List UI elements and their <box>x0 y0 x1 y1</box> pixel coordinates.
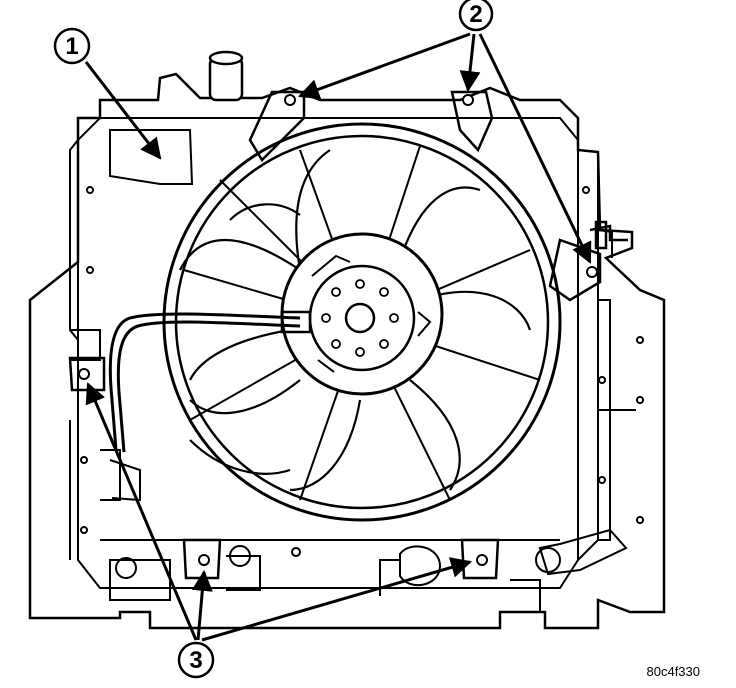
leader-1 <box>84 61 162 160</box>
mounting-bolts <box>78 94 644 566</box>
fan-blades <box>179 149 532 492</box>
right-side-tank <box>577 149 636 561</box>
callout-3: 3 <box>177 641 215 679</box>
leader-3c <box>201 557 473 642</box>
callout-1-number: 1 <box>65 33 78 60</box>
callout-3-number: 3 <box>189 647 202 674</box>
leader-2b <box>459 33 481 93</box>
figure-reference: 80c4f330 <box>647 664 701 679</box>
bolt-upper-left <box>284 94 296 106</box>
bolt-lower-right <box>476 554 488 566</box>
fan-motor-hub <box>280 232 444 396</box>
bolt-right-side <box>586 266 598 278</box>
radiator-core <box>77 117 579 589</box>
leader-2c <box>478 33 592 264</box>
filler-cap <box>208 50 244 102</box>
left-side-tank <box>69 139 141 560</box>
bolt-left-side <box>78 368 90 380</box>
wiring-harness <box>108 310 312 453</box>
bolt-upper-right <box>462 94 474 106</box>
callout-1: 1 <box>53 27 91 65</box>
lower-tank <box>100 528 628 612</box>
leader-2a <box>298 32 471 100</box>
upper-hose-fitting <box>589 220 628 250</box>
leader-3b <box>191 569 213 641</box>
callout-2: 2 <box>458 0 494 32</box>
leader-3a <box>85 382 198 641</box>
callout-2-number: 2 <box>469 1 482 28</box>
bolt-lower-left <box>198 554 210 566</box>
leader-lines <box>84 32 592 642</box>
upper-tank-panel <box>109 129 194 185</box>
